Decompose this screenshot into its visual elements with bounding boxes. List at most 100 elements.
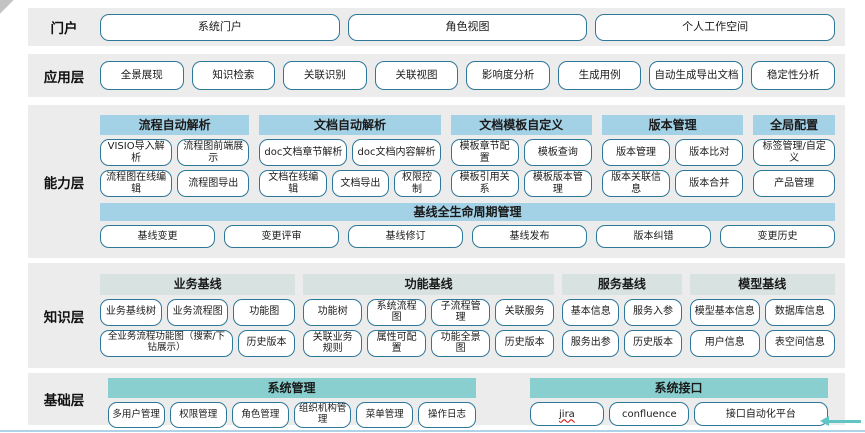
knowledge-button[interactable]: 模型基本信息: [689, 298, 760, 326]
capability-button[interactable]: 流程图前端展示: [177, 139, 250, 166]
knowledge-button[interactable]: 全业务流程功能图（搜索/下钻展示）: [100, 329, 233, 357]
capability-button[interactable]: 模板章节配置: [450, 139, 519, 166]
foundation-button[interactable]: 操作日志: [418, 402, 476, 429]
knowledge-button[interactable]: 基本信息: [562, 298, 620, 326]
group-title-doc-template-custom: 文档模板自定义: [450, 114, 592, 135]
capability-button[interactable]: 标签管理/自定义: [753, 139, 835, 166]
group-business-baseline: 业务基线 业务基线树业务流程图功能图 全业务流程功能图（搜索/下钻展示）历史版本: [100, 274, 296, 357]
group-version-management: 版本管理 版本管理版本比对 版本关联信息版本合并: [601, 114, 744, 197]
application-button[interactable]: 稳定性分析: [751, 61, 836, 90]
bottom-accent-line: [0, 430, 865, 432]
knowledge-button[interactable]: 功能树: [303, 298, 363, 326]
interface-button-jira[interactable]: jira: [529, 402, 605, 427]
application-button[interactable]: 自动生成导出文档: [649, 61, 744, 90]
application-button[interactable]: 知识检索: [191, 61, 276, 90]
group-title-system-interface: 系统接口: [529, 378, 828, 399]
group-title-business-baseline: 业务基线: [100, 274, 296, 295]
capability-button[interactable]: 权限控制: [393, 170, 441, 197]
baseline-button[interactable]: 基线变更: [100, 225, 215, 249]
knowledge-button[interactable]: 历史版本: [624, 329, 682, 357]
portal-button[interactable]: 角色视图: [347, 13, 588, 41]
baseline-button[interactable]: 变更评审: [224, 225, 339, 249]
application-button[interactable]: 影响度分析: [466, 61, 550, 90]
portal-button-list: 系统门户角色视图个人工作空间: [100, 8, 845, 46]
application-button[interactable]: 生成用例: [557, 61, 642, 90]
foundation-button[interactable]: 角色管理: [231, 402, 290, 429]
group-service-baseline: 服务基线 基本信息服务入参 服务出参历史版本: [562, 274, 682, 357]
capability-button[interactable]: 流程图导出: [177, 170, 250, 197]
knowledge-button[interactable]: 服务出参: [562, 329, 620, 357]
foundation-button[interactable]: 菜单管理: [356, 402, 414, 429]
knowledge-button[interactable]: 用户信息: [689, 329, 760, 357]
layer-band-portal: 门户 系统门户角色视图个人工作空间: [28, 8, 845, 46]
corner-decoration: [0, 0, 31, 20]
left-arrow-icon: [820, 416, 861, 426]
group-doc-template-custom: 文档模板自定义 模板章节配置模板查询 模板引用关系模板版本管理: [450, 114, 592, 197]
capability-button[interactable]: 模板查询: [523, 139, 592, 166]
knowledge-button[interactable]: 历史版本: [495, 329, 555, 357]
knowledge-button[interactable]: 业务流程图: [166, 298, 229, 326]
group-title-global-config: 全局配置: [753, 114, 835, 135]
knowledge-button[interactable]: 功能图: [233, 298, 296, 326]
knowledge-button[interactable]: 数据库信息: [764, 298, 836, 326]
group-title-version-management: 版本管理: [601, 114, 744, 135]
application-button[interactable]: 全景展现: [99, 61, 184, 90]
knowledge-button[interactable]: 子流程管理: [431, 298, 491, 326]
foundation-button[interactable]: 组织机构管理: [294, 402, 352, 429]
knowledge-button[interactable]: 系统流程图: [367, 298, 427, 326]
group-title-model-baseline: 模型基线: [689, 274, 835, 295]
baseline-lifecycle-title: 基线全生命周期管理: [100, 203, 835, 222]
capability-button[interactable]: 产品管理: [753, 170, 835, 197]
group-process-auto-parse: 流程自动解析 VISIO导入解析流程图前端展示 流程图在线编辑流程图导出: [100, 114, 250, 197]
foundation-button[interactable]: 权限管理: [169, 402, 227, 429]
jira-label: jira: [559, 408, 575, 420]
application-button[interactable]: 关联识别: [283, 61, 367, 90]
interface-button-confluence[interactable]: confluence: [609, 402, 690, 427]
baseline-button[interactable]: 版本纠错: [596, 225, 711, 249]
application-button-list: 全景展现知识检索关联识别关联视图影响度分析生成用例自动生成导出文档稳定性分析: [99, 54, 845, 97]
baseline-button[interactable]: 基线修订: [348, 225, 463, 249]
layer-label-capability: 能力层: [43, 175, 85, 192]
capability-button[interactable]: doc文档内容解析: [352, 139, 441, 166]
capability-button[interactable]: 版本管理: [601, 139, 671, 166]
capability-button[interactable]: 文档在线编辑: [259, 170, 328, 197]
foundation-button[interactable]: 多用户管理: [107, 402, 165, 429]
capability-button[interactable]: 版本合并: [675, 170, 744, 197]
capability-button[interactable]: 文档导出: [332, 170, 389, 197]
baseline-button[interactable]: 基线发布: [472, 225, 587, 249]
capability-button[interactable]: 模板引用关系: [450, 170, 519, 197]
capability-button[interactable]: VISIO导入解析: [100, 139, 173, 166]
portal-button[interactable]: 系统门户: [100, 13, 340, 41]
layer-label-application: 应用层: [43, 69, 85, 86]
group-system-interface: 系统接口 jira confluence 接口自动化平台: [529, 378, 828, 427]
group-global-config: 全局配置 标签管理/自定义 产品管理: [753, 114, 835, 197]
group-title-process-auto-parse: 流程自动解析: [100, 114, 250, 135]
layer-band-foundation: 基础层 系统管理 多用户管理权限管理角色管理组织机构管理菜单管理操作日志 系统接…: [28, 373, 845, 429]
layer-band-knowledge: 知识层 业务基线 业务基线树业务流程图功能图 全业务流程功能图（搜索/下钻展示）…: [28, 263, 845, 368]
capability-button[interactable]: 流程图在线编辑: [100, 170, 173, 197]
interface-button-api-platform[interactable]: 接口自动化平台: [694, 402, 828, 427]
layer-label-knowledge: 知识层: [43, 309, 85, 326]
foundation-content: 系统管理 多用户管理权限管理角色管理组织机构管理菜单管理操作日志 系统接口 ji…: [100, 373, 845, 429]
capability-button[interactable]: doc文档章节解析: [259, 139, 348, 166]
knowledge-button[interactable]: 功能全景图: [431, 329, 491, 357]
application-button[interactable]: 关联视图: [374, 61, 459, 90]
portal-button[interactable]: 个人工作空间: [595, 13, 836, 41]
layer-label-foundation: 基础层: [43, 393, 85, 409]
capability-button[interactable]: 模板版本管理: [523, 170, 592, 197]
group-model-baseline: 模型基线 模型基本信息数据库信息 用户信息表空间信息: [689, 274, 836, 357]
layer-band-application: 应用层 全景展现知识检索关联识别关联视图影响度分析生成用例自动生成导出文档稳定性…: [28, 54, 845, 97]
group-title-doc-auto-parse: 文档自动解析: [259, 114, 441, 135]
knowledge-button[interactable]: 关联服务: [495, 298, 555, 326]
capability-button[interactable]: 版本比对: [675, 139, 744, 166]
knowledge-button[interactable]: 属性可配置: [367, 329, 427, 357]
knowledge-button[interactable]: 服务入参: [624, 298, 682, 326]
baseline-button[interactable]: 变更历史: [720, 225, 835, 249]
knowledge-button[interactable]: 业务基线树: [100, 298, 162, 326]
capability-content: 流程自动解析 VISIO导入解析流程图前端展示 流程图在线编辑流程图导出 文档自…: [100, 105, 845, 258]
knowledge-button[interactable]: 关联业务规则: [303, 329, 363, 357]
knowledge-button[interactable]: 历史版本: [237, 329, 296, 357]
capability-button[interactable]: 版本关联信息: [601, 170, 671, 197]
knowledge-button[interactable]: 表空间信息: [764, 329, 836, 357]
